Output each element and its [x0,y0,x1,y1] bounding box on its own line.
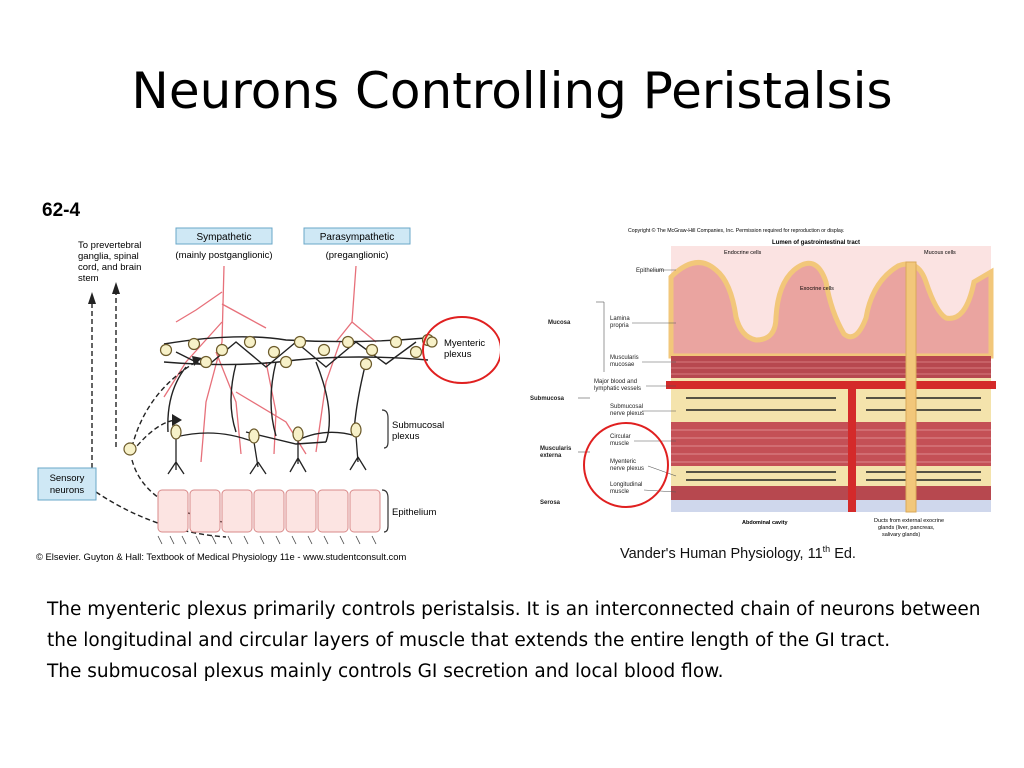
submucosal-bracket [381,409,389,449]
myenteric-label-ganglion [426,336,438,348]
ducts-label-2: glands (liver, pancreas, [878,525,935,531]
submucosal-ganglia [170,422,362,444]
abdominal-cavity-label: Abdominal cavity [742,520,788,526]
endocrine-label: Endocrine cells [724,250,762,256]
prevertebral-label-4: stem [78,273,99,284]
exocrine-duct [905,261,917,513]
myenteric-label-2: plexus [444,349,472,360]
sensory-ganglion [123,442,137,456]
serosa-layer [671,500,991,512]
parasympathetic-box [303,227,411,245]
myenteric-plexus-layer [671,466,991,486]
submucosal-plexus-label-2: nerve plexus [610,411,644,417]
sensory-box [37,467,97,501]
submucosal-label-2: plexus [392,431,420,442]
sympathetic-box [175,227,273,245]
paragraph-submucosal: The submucosal plexus mainly controls GI… [47,661,724,682]
submucosal-plexus-label-1: Submucosal [610,404,643,410]
slide-title: Neurons Controlling Peristalsis [131,62,893,120]
mucosa-label: Mucosa [548,320,571,326]
serosa-label: Serosa [540,500,561,506]
epithelium-bracket [381,489,389,533]
major-vessels [666,381,996,389]
prevertebral-label-1: To prevertebral [78,240,141,251]
leader-lines [578,269,677,493]
arrowhead-2 [112,282,120,294]
left-layer-labels: Epithelium Mucosa Lamina propria Muscula… [530,268,664,506]
vessels-label-2: lymphatic vessels [594,386,641,392]
longitudinal-muscle-label-2: muscle [610,489,630,495]
longitudinal-muscle-layer [671,486,991,500]
mucous-label: Mucous cells [924,250,956,256]
sympathetic-sub: (mainly postganglionic) [175,250,272,261]
sensory-label-2: neurons [50,485,85,496]
lamina-label-1: Lamina [610,316,630,322]
vessels-label-1: Major blood and [594,379,637,385]
epithelium-cells [157,489,381,533]
sympathetic-label: Sympathetic [196,232,251,243]
prevertebral-label-3: cord, and brain [78,262,141,273]
epithelium-label: Epithelium [636,268,664,274]
submucosal-label-1: Submucosal [392,420,444,431]
parasympathetic-label: Parasympathetic [320,232,394,243]
slide-body: The myenteric plexus primarily controls … [47,594,1007,687]
circular-muscle-pattern [671,429,991,463]
myenteric-plexus-fibers [686,471,981,481]
figure-caption: Vander's Human Physiology, 11th Ed. [620,544,856,562]
ducts-label-1: Ducts from external exocrine [874,518,944,524]
lumen-label: Lumen of gastrointestinal tract [772,240,860,246]
myenteric-label-1: Myenteric [444,338,485,349]
longitudinal-muscle-label-1: Longitudinal [610,482,642,488]
exocrine-label: Exocrine cells [800,286,834,292]
circular-muscle-layer [671,422,991,466]
submucosal-neurons [167,431,367,475]
figure-credit: © Elsevier. Guyton & Hall: Textbook of M… [36,551,406,562]
myenteric-ganglia [159,333,435,371]
muscularis-mucosae-lines [671,361,991,375]
myenteric-highlight-circle [583,422,669,508]
muscularis-mucosae-layer [671,356,991,378]
gi-wall-diagram: Copyright © The McGraw-Hill Companies, I… [530,227,996,562]
figure-number: 62-4 [42,200,80,221]
myenteric-plexus-label-1: Myenteric [610,459,636,465]
myenteric-plexus-label-2: nerve plexus [610,466,644,472]
lamina-label-2: propria [610,323,629,329]
circular-muscle-label-1: Circular [610,434,631,440]
prevertebral-label-2: ganglia, spinal [78,251,139,262]
muscularis-mucosae-label-1: Muscularis [610,355,639,361]
myenteric-highlight-circle [422,316,500,384]
paragraph-myenteric: The myenteric plexus primarily controls … [47,599,981,651]
epithelium-microvilli [157,535,377,545]
submucosal-plexus-fibers [686,397,981,411]
muscularis-mucosae-label-2: mucosae [610,362,635,368]
muscularis-externa-label-2: externa [540,453,562,459]
ducts-label-3: salivary glands) [882,532,920,538]
enteric-plexus-diagram: 62-4 To prevertebral ganglia, spinal cor… [36,200,500,562]
epithelium-label: Epithelium [392,507,436,518]
parasympathetic-sub: (preganglionic) [326,250,389,261]
arrowhead-1 [88,292,96,304]
sensory-label-1: Sensory [50,473,85,484]
muscularis-externa-label-1: Muscularis [540,446,572,452]
circular-muscle-label-2: muscle [610,441,630,447]
copyright-line: Copyright © The McGraw-Hill Companies, I… [628,227,844,234]
submucosa-label: Submucosa [530,396,565,402]
vertical-vessel [848,382,856,512]
arrowhead-4 [172,414,182,426]
